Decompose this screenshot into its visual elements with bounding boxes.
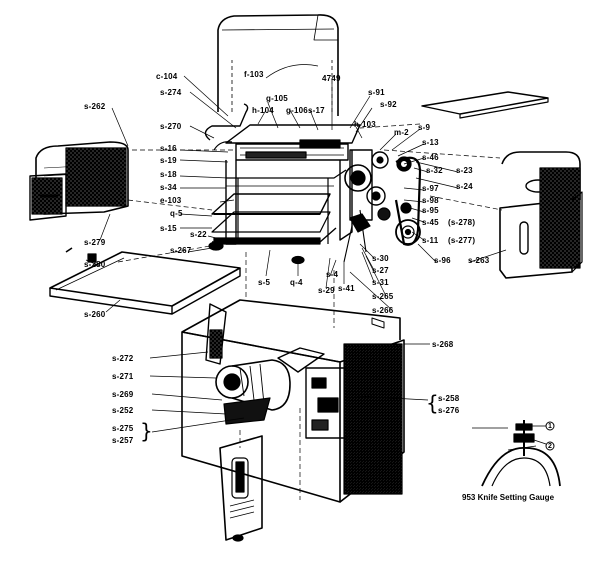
label-4749: 4749 — [322, 74, 341, 83]
label-s-34: s-34 — [160, 183, 177, 192]
label-s-41: s-41 — [338, 284, 355, 293]
brace-s258-s276: { — [426, 391, 439, 415]
gauge-callout-1: 1 — [548, 423, 553, 430]
label-s-270: s-270 — [160, 122, 182, 131]
label-s-269: s-269 — [112, 390, 134, 399]
label-s-267: s-267 — [170, 246, 192, 255]
label-s-268: s-268 — [432, 340, 454, 349]
label-s-45: s-45 — [422, 218, 439, 227]
label-s-279: s-279 — [84, 238, 106, 247]
label-s-277: (s-277) — [448, 236, 476, 245]
label-q-5: q-5 — [170, 209, 183, 218]
label-s-272: s-272 — [112, 354, 134, 363]
label-h-103: h-103 — [354, 120, 376, 129]
label-s-16: s-16 — [160, 144, 177, 153]
label-s-9: s-9 — [418, 123, 431, 132]
label-s-258: s-258 — [438, 394, 460, 403]
label-m-2: m-2 — [394, 128, 409, 137]
motor-base-cabinet — [181, 299, 405, 503]
label-s-18: s-18 — [160, 170, 177, 179]
label-s-46: s-46 — [422, 153, 439, 162]
label-s-276: s-276 — [438, 406, 460, 415]
label-s-260: s-260 — [84, 310, 106, 319]
label-s-24: s-24 — [456, 182, 473, 191]
table-board — [49, 251, 241, 315]
label-s-280: s-280 — [84, 260, 106, 269]
knife-setting-gauge — [481, 420, 561, 487]
label-s-97: s-97 — [422, 184, 439, 193]
label-q-4: q-4 — [290, 278, 303, 287]
label-s-13: s-13 — [422, 138, 439, 147]
right-side-guard — [499, 151, 583, 279]
label-s-266: s-266 — [372, 306, 394, 315]
label-s-275: s-275 — [112, 424, 134, 433]
label-s-32: s-32 — [426, 166, 443, 175]
label-s-23: s-23 — [456, 166, 473, 175]
label-s-15: s-15 — [160, 224, 177, 233]
label-s-30: s-30 — [372, 254, 389, 263]
label-s-96: s-96 — [434, 256, 451, 265]
label-s-95: s-95 — [422, 206, 439, 215]
label-s-11: s-11 — [422, 236, 439, 245]
label-s-265: s-265 — [372, 292, 394, 301]
label-s-17: s-17 — [308, 106, 325, 115]
door-panel — [219, 435, 263, 542]
label-s-278: (s-278) — [448, 218, 476, 227]
label-s-5: s-5 — [258, 278, 271, 287]
gauge-caption: 953 Knife Setting Gauge — [462, 493, 555, 502]
brace-s275-s257: } — [140, 419, 153, 443]
label-s-92: s-92 — [380, 100, 397, 109]
label-s-252: s-252 — [112, 406, 134, 415]
label-g-106: g-106 — [286, 106, 308, 115]
label-s-22: s-22 — [190, 230, 207, 239]
label-s-263: s-263 — [468, 256, 490, 265]
label-s-4: s-4 — [326, 270, 339, 279]
left-side-guard — [29, 141, 129, 221]
label-f-103: f-103 — [244, 70, 264, 79]
label-s-271: s-271 — [112, 372, 134, 381]
label-h-104: h-104 — [252, 106, 274, 115]
label-s-91: s-91 — [368, 88, 385, 97]
top-right-plate — [421, 91, 549, 119]
label-s-27: s-27 — [372, 266, 389, 275]
label-s-29: s-29 — [318, 286, 335, 295]
label-s-31: s-31 — [372, 278, 389, 287]
label-s-262: s-262 — [84, 102, 106, 111]
label-s-257: s-257 — [112, 436, 134, 445]
label-c-104: c-104 — [156, 72, 178, 81]
label-s-98: s-98 — [422, 196, 439, 205]
label-s-274: s-274 — [160, 88, 182, 97]
gauge-callout-2: 2 — [548, 443, 553, 450]
screw-s280 — [65, 247, 97, 263]
cutterhead-assembly — [204, 103, 422, 265]
label-e-103: e-103 — [160, 196, 182, 205]
label-s-19: s-19 — [160, 156, 177, 165]
leader-lines — [85, 64, 537, 451]
label-g-105: g-105 — [266, 94, 288, 103]
